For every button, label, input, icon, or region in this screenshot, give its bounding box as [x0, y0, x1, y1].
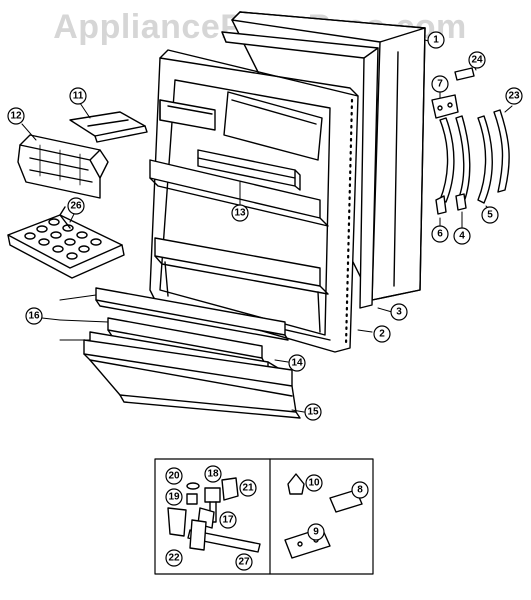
- dairy-compartment-12: [17, 134, 109, 199]
- callout-8: 8: [351, 481, 369, 499]
- svg-text:6: 6: [437, 229, 443, 240]
- svg-text:4: 4: [459, 231, 465, 242]
- svg-text:26: 26: [70, 201, 82, 212]
- handle-6: [435, 117, 455, 215]
- svg-text:9: 9: [313, 527, 319, 538]
- shelf-rail-13: [197, 149, 301, 191]
- svg-text:15: 15: [307, 407, 319, 418]
- svg-text:2: 2: [379, 329, 385, 340]
- callout-11: 11: [69, 87, 87, 105]
- svg-text:24: 24: [471, 55, 483, 66]
- callout-5: 5: [481, 206, 499, 224]
- svg-text:21: 21: [242, 483, 254, 494]
- callout-23: 23: [505, 87, 523, 105]
- egg-tray-26: [7, 206, 125, 279]
- callout-9: 9: [307, 523, 325, 541]
- callout-20: 20: [165, 467, 183, 485]
- svg-text:27: 27: [238, 557, 250, 568]
- svg-text:20: 20: [168, 471, 180, 482]
- handle-strip-24: [454, 67, 475, 81]
- svg-text:16: 16: [28, 311, 40, 322]
- callout-6: 6: [431, 225, 449, 243]
- callout-16: 16: [25, 307, 43, 325]
- callout-3: 3: [390, 303, 408, 321]
- callout-10: 10: [305, 474, 323, 492]
- svg-text:10: 10: [308, 478, 320, 489]
- svg-text:22: 22: [168, 553, 180, 564]
- callout-22: 22: [165, 549, 183, 567]
- callout-2: 2: [373, 325, 391, 343]
- handle-trim-23: [493, 109, 510, 193]
- door-gasket: [221, 31, 379, 309]
- shelf-bar-15: [83, 339, 301, 419]
- callout-27: 27: [235, 553, 253, 571]
- callout-13: 13: [231, 204, 249, 222]
- svg-text:18: 18: [207, 469, 219, 480]
- callouts: 1 2 3 4 5 6 7 8 9 10 11 12 13 14 15 16 1…: [7, 31, 523, 571]
- callout-26: 26: [67, 197, 85, 215]
- svg-text:14: 14: [291, 358, 303, 369]
- svg-text:23: 23: [508, 91, 520, 102]
- svg-text:12: 12: [10, 111, 22, 122]
- svg-text:19: 19: [168, 492, 180, 503]
- callout-19: 19: [165, 488, 183, 506]
- callout-14: 14: [288, 354, 306, 372]
- callout-24: 24: [468, 51, 486, 69]
- svg-text:11: 11: [73, 91, 84, 102]
- hinge-parts-box: [154, 458, 374, 575]
- callout-7: 7: [431, 75, 449, 93]
- handle-bracket-7: [431, 94, 459, 119]
- callout-15: 15: [304, 403, 322, 421]
- svg-text:3: 3: [396, 307, 402, 318]
- svg-text:7: 7: [437, 79, 443, 90]
- egg-cups: [24, 218, 102, 260]
- svg-text:1: 1: [433, 35, 439, 46]
- svg-text:5: 5: [487, 210, 493, 221]
- leader-lines: [21, 39, 513, 413]
- callout-18: 18: [204, 465, 222, 483]
- callout-4: 4: [453, 227, 471, 245]
- callout-17: 17: [219, 511, 237, 529]
- handle-4: [455, 115, 471, 211]
- dairy-lid-11: [69, 111, 148, 143]
- svg-text:8: 8: [357, 485, 363, 496]
- svg-text:17: 17: [222, 515, 234, 526]
- door-liner: [149, 49, 359, 353]
- callout-21: 21: [239, 479, 257, 497]
- handle-5: [477, 115, 493, 204]
- callout-12: 12: [7, 107, 25, 125]
- callout-1: 1: [427, 31, 445, 49]
- svg-text:13: 13: [234, 208, 246, 219]
